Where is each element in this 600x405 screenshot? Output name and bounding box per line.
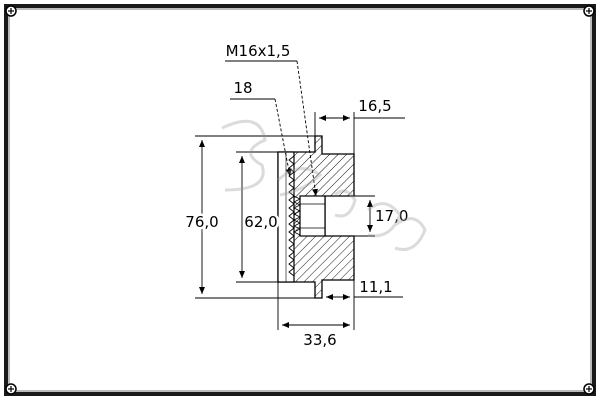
pulley-cross-section bbox=[277, 135, 355, 299]
teeth-count-label: 18 bbox=[233, 79, 252, 97]
bore-diameter-label: 17,0 bbox=[375, 207, 408, 225]
dimension-bore-diameter: 17,0 bbox=[325, 195, 410, 237]
dimension-outer-diameter: 76,0 bbox=[183, 135, 315, 299]
inner-diameter-label: 62,0 bbox=[244, 213, 277, 231]
corner-screw-icon bbox=[5, 383, 17, 395]
dimension-hub-offset: 11,1 bbox=[326, 278, 403, 330]
dimension-total-length: 33,6 bbox=[277, 282, 350, 349]
dimension-top-width: 16,5 bbox=[314, 97, 405, 154]
watermark-logo bbox=[221, 119, 427, 251]
thread-label: M16x1,5 bbox=[226, 42, 291, 60]
total-length-label: 33,6 bbox=[303, 331, 336, 349]
dimension-inner-diameter: 62,0 bbox=[236, 151, 280, 283]
corner-screw-icon bbox=[583, 5, 595, 17]
top-width-label: 16,5 bbox=[358, 97, 391, 115]
border-frame bbox=[4, 4, 596, 396]
corner-screw-icon bbox=[583, 383, 595, 395]
outer-diameter-label: 76,0 bbox=[185, 213, 218, 231]
leader-teeth-count: 18 bbox=[230, 79, 292, 177]
corner-screw-icon bbox=[5, 5, 17, 17]
leader-thread: M16x1,5 bbox=[225, 42, 318, 197]
hub-offset-label: 11,1 bbox=[359, 278, 392, 296]
